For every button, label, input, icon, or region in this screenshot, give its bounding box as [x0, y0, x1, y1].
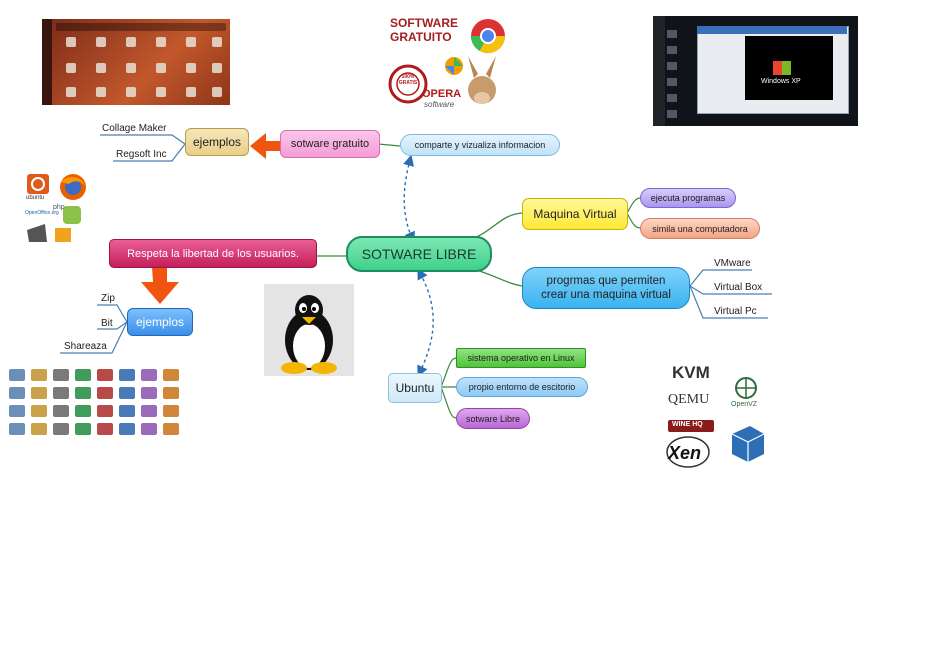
- grid-app-icon: [97, 369, 113, 381]
- grid-app-icon: [75, 405, 91, 417]
- stamp-text: 100% GRATIS: [398, 74, 418, 86]
- software-sub-text: software: [424, 100, 455, 109]
- software-gratuito-image: SOFTWARE GRATUITO OPERA 100% GRATIS soft…: [384, 14, 514, 110]
- grid-app-icon: [119, 423, 135, 435]
- ubuntu-item-libre[interactable]: sotware Libre: [456, 408, 530, 429]
- center-label: SOTWARE LIBRE: [361, 246, 477, 262]
- grid-app-icon: [141, 369, 157, 381]
- grid-app-icon: [97, 423, 113, 435]
- ubuntu-desktop-image: [42, 19, 230, 105]
- grid-app-icon: [31, 405, 47, 417]
- ubuntu-item-entorno-label: propio entorno de escitorio: [468, 382, 576, 392]
- grid-app-icon: [9, 369, 25, 381]
- app-icon-grid: [8, 368, 183, 442]
- grid-app-icon: [9, 405, 25, 417]
- arrow-to-ejemplos-left: [141, 267, 179, 304]
- connector-ejemplos-top: [100, 134, 186, 162]
- grid-app-icon: [97, 387, 113, 399]
- ubuntu-item-sistema-label: sistema operativo en Linux: [467, 353, 575, 363]
- grid-app-icon: [119, 387, 135, 399]
- example-regsoft: Regsoft Inc: [116, 149, 167, 160]
- grid-app-icon: [53, 423, 69, 435]
- tux-penguin-image: [264, 284, 354, 376]
- connector-ejemplos-left: [60, 304, 128, 354]
- ubuntu-node[interactable]: Ubuntu: [388, 373, 442, 403]
- xen-logo-text: Xen: [668, 443, 702, 463]
- maquina-item-simila-label: simila una computadora: [652, 223, 748, 234]
- qemu-logo-text: QEMU: [668, 392, 710, 407]
- ubuntu-text: ubuntu: [26, 195, 45, 201]
- libertad-node[interactable]: Respeta la libertad de los usuarios.: [109, 239, 317, 268]
- connector-ubuntu: [417, 268, 434, 378]
- grid-app-icon: [31, 369, 47, 381]
- grid-app-icon: [119, 369, 135, 381]
- ejemplos-left-label: ejemplos: [135, 315, 185, 329]
- ubuntu-item-sistema[interactable]: sistema operativo en Linux: [456, 348, 586, 368]
- maquina-label: Maquina Virtual: [533, 207, 617, 221]
- ubuntu-label: Ubuntu: [395, 381, 435, 395]
- gratuito-node[interactable]: sotware gratuito: [280, 130, 380, 158]
- grid-app-icon: [97, 405, 113, 417]
- grid-app-icon: [163, 369, 179, 381]
- maquina-item-ejecuta[interactable]: ejecuta programas: [640, 188, 736, 208]
- grid-app-icon: [163, 423, 179, 435]
- grid-app-icon: [31, 423, 47, 435]
- item-virtualpc: Virtual Pc: [714, 306, 757, 317]
- software-gratuito-title: SOFTWARE GRATUITO: [390, 16, 458, 44]
- grid-app-icon: [53, 405, 69, 417]
- grid-app-icon: [31, 387, 47, 399]
- maquina-item-ejecuta-label: ejecuta programas: [650, 193, 726, 203]
- connector-ubuntu-items: [440, 357, 457, 419]
- grid-app-icon: [9, 387, 25, 399]
- kvm-logo-text: KVM: [672, 363, 710, 382]
- grid-app-icon: [75, 369, 91, 381]
- programas-node[interactable]: progrmas que permiten crear una maquina …: [522, 267, 690, 309]
- grid-app-icon: [141, 405, 157, 417]
- connector-programas-items: [689, 269, 772, 319]
- arrow-to-ejemplos-top: [250, 133, 280, 159]
- sub-comparte-label: comparte y vizualiza informacion: [414, 140, 546, 150]
- openvz-logo-text: OpenVZ: [731, 401, 758, 408]
- grid-app-icon: [141, 423, 157, 435]
- grid-app-icon: [163, 387, 179, 399]
- example-zip: Zip: [101, 293, 115, 304]
- example-bit: Bit: [101, 318, 113, 329]
- winehq-logo-text: WINE HQ: [672, 421, 703, 428]
- ejemplos-top-node[interactable]: ejemplos: [185, 128, 249, 156]
- connector-gratuito: [403, 154, 415, 244]
- os-icons-cluster: ubuntu OpenOffice.org php: [25, 172, 89, 244]
- php-text: php: [53, 204, 65, 211]
- maquina-node[interactable]: Maquina Virtual: [522, 198, 628, 230]
- grid-app-icon: [75, 423, 91, 435]
- grid-app-icon: [141, 387, 157, 399]
- item-virtualbox: Virtual Box: [714, 282, 763, 293]
- grid-app-icon: [75, 387, 91, 399]
- virtualization-logos: KVM QEMU OpenVZ WINE HQ Xen: [664, 362, 768, 470]
- item-vmware: VMware: [714, 258, 751, 269]
- connector-maquina-items: [626, 197, 642, 229]
- programas-label: progrmas que permiten crear una maquina …: [541, 275, 671, 301]
- windows-vm-image: Windows XP: [653, 16, 858, 126]
- example-shareaza: Shareaza: [64, 341, 107, 352]
- opera-text: OPERA: [422, 88, 462, 100]
- grid-app-icon: [163, 405, 179, 417]
- libertad-label: Respeta la libertad de los usuarios.: [127, 247, 299, 260]
- gratuito-label: sotware gratuito: [290, 138, 370, 150]
- grid-app-icon: [53, 369, 69, 381]
- grid-app-icon: [9, 423, 25, 435]
- connector-sub: [377, 143, 401, 147]
- example-collage-maker: Collage Maker: [102, 123, 167, 134]
- grid-app-icon: [53, 387, 69, 399]
- center-node[interactable]: SOTWARE LIBRE: [346, 236, 492, 272]
- windows-logo-text: Windows XP: [761, 78, 801, 85]
- sub-comparte[interactable]: comparte y vizualiza informacion: [400, 134, 560, 156]
- maquina-item-simila[interactable]: simila una computadora: [640, 218, 760, 239]
- grid-app-icon: [119, 405, 135, 417]
- ejemplos-top-label: ejemplos: [192, 135, 242, 149]
- ubuntu-item-libre-label: sotware Libre: [465, 413, 521, 424]
- ejemplos-left-node[interactable]: ejemplos: [127, 308, 193, 336]
- ubuntu-item-entorno[interactable]: propio entorno de escitorio: [456, 377, 588, 397]
- openoffice-text: OpenOffice.org: [25, 210, 59, 216]
